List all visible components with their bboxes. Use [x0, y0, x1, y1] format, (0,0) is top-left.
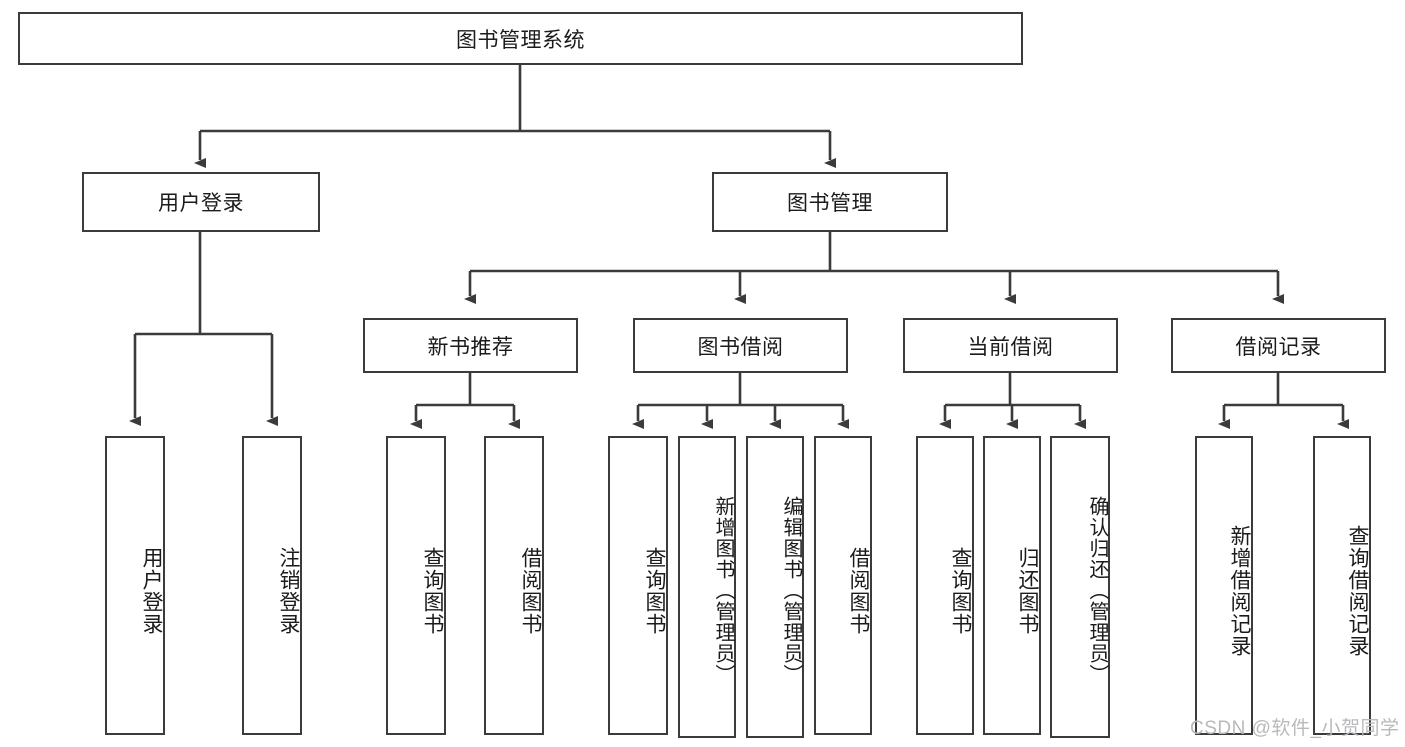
leaf-borrow-record-query-record[interactable]: 查询借阅记录 [1313, 436, 1371, 735]
node-new-book-recommend[interactable]: 新书推荐 [363, 318, 578, 373]
node-label: 借阅图书 [519, 546, 542, 635]
leaf-book-borrow-query-book[interactable]: 查询图书 [608, 436, 668, 735]
leaf-user-login-logout[interactable]: 注销登录 [242, 436, 302, 735]
leaf-book-borrow-add-book-admin[interactable]: 新增图书（管理员） [678, 436, 736, 738]
leaf-current-borrow-query-book[interactable]: 查询图书 [916, 436, 974, 735]
node-label: 注销登录 [277, 546, 300, 635]
node-label: 借阅记录 [1235, 335, 1322, 359]
node-label: 用户登录 [140, 546, 163, 635]
node-label: 查询图书 [949, 546, 972, 635]
node-label: 当前借阅 [967, 335, 1054, 359]
node-label: 图书管理系统 [456, 28, 585, 52]
node-label: 图书管理 [787, 192, 873, 215]
leaf-book-borrow-borrow-book[interactable]: 借阅图书 [814, 436, 872, 735]
node-label: 新增借阅记录 [1228, 524, 1251, 657]
node-label: 查询图书 [643, 546, 666, 635]
node-label: 编辑图书（管理员） [780, 495, 802, 685]
leaf-book-borrow-edit-book-admin[interactable]: 编辑图书（管理员） [746, 436, 804, 738]
node-label: 查询借阅记录 [1346, 524, 1369, 657]
node-current-borrow[interactable]: 当前借阅 [903, 318, 1118, 373]
node-label: 新书推荐 [427, 335, 514, 359]
leaf-current-borrow-return-book[interactable]: 归还图书 [983, 436, 1041, 735]
leaf-new-book-borrow-book[interactable]: 借阅图书 [484, 436, 544, 735]
node-label: 归还图书 [1016, 546, 1039, 635]
csdn-watermark: CSDN @软件_小贺同学 [1190, 718, 1400, 739]
node-user-login[interactable]: 用户登录 [82, 172, 320, 232]
node-label: 图书借阅 [697, 335, 784, 359]
leaf-user-login-login[interactable]: 用户登录 [105, 436, 165, 735]
leaf-new-book-query-book[interactable]: 查询图书 [386, 436, 446, 735]
node-book-management[interactable]: 图书管理 [712, 172, 948, 232]
node-label: 查询图书 [421, 546, 444, 635]
node-borrow-record[interactable]: 借阅记录 [1171, 318, 1386, 373]
node-label: 新增图书（管理员） [712, 495, 734, 685]
node-book-borrow[interactable]: 图书借阅 [633, 318, 848, 373]
node-label: 确认归还（管理员） [1086, 495, 1108, 685]
leaf-current-borrow-confirm-return-admin[interactable]: 确认归还（管理员） [1050, 436, 1110, 738]
node-label: 用户登录 [158, 192, 244, 215]
node-label: 借阅图书 [847, 546, 870, 635]
leaf-borrow-record-add-record[interactable]: 新增借阅记录 [1195, 436, 1253, 735]
node-root-book-management-system[interactable]: 图书管理系统 [18, 12, 1023, 65]
